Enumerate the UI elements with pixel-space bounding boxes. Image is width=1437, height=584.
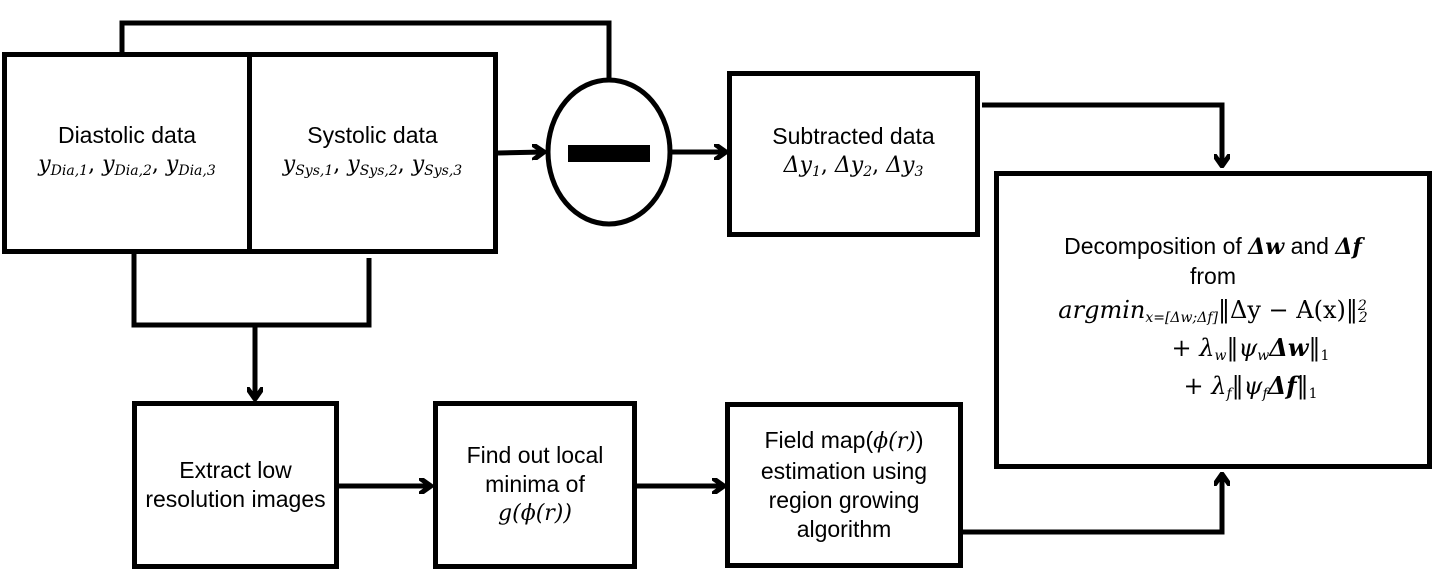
math-var: Δy: [834, 152, 864, 178]
argmin-sub: x=[Δw;Δf]: [1145, 309, 1218, 326]
argmin-line: argminx=[Δw;Δf]‖Δy − A(x)‖22: [1058, 291, 1367, 333]
local-minima-box: Find out local minima of g(ϕ(r)): [433, 401, 637, 569]
subtracted-data-box: Subtracted data Δy1, Δy2, Δy3: [727, 71, 980, 237]
lambda-f: + λ: [1183, 371, 1227, 400]
extract-box: Extract low resolution images: [132, 401, 339, 569]
delta-w-var: Δw: [1248, 233, 1285, 260]
argmin-op: argmin: [1058, 295, 1146, 324]
norm-index: 2: [1358, 309, 1368, 326]
local-minima-math: g(ϕ(r)): [498, 501, 572, 526]
math-sub: Dia,3: [178, 162, 216, 179]
math-sub: Sys,1: [295, 162, 334, 179]
phi-r-math: ϕ(r): [873, 429, 916, 454]
local-minima-line-2: minima of: [485, 471, 585, 497]
lambda-sub: f: [1226, 385, 1232, 402]
edge-systolic-to-subtract: [497, 152, 544, 153]
edge-fieldmap-to-decomposition: [960, 474, 1222, 535]
psi-f: ‖ψ: [1231, 371, 1263, 400]
minus-icon: [568, 145, 650, 162]
extract-line-1: Extract low: [179, 457, 292, 483]
norm-l1: 1: [1308, 385, 1318, 402]
and-text: and: [1284, 232, 1336, 259]
edge-diastolic-down: [131, 254, 372, 328]
math-var: y: [165, 151, 179, 177]
math-var: y: [347, 151, 360, 177]
diastolic-label: Diastolic data: [57, 121, 197, 148]
math-sub: 3: [914, 163, 924, 180]
systolic-label: Systolic data: [307, 121, 438, 148]
lambda-w: + λ: [1171, 333, 1215, 362]
norm-l1: 1: [1320, 347, 1330, 364]
norm-power: 2: [1357, 297, 1367, 314]
math-sub: 1: [811, 163, 821, 180]
norm-close: ‖: [1296, 371, 1309, 400]
close-paren: ): [915, 427, 924, 453]
subtracted-label: Subtracted data: [772, 122, 935, 149]
edge-subtracted-to-decomposition: [982, 102, 1222, 166]
norm-close: ‖: [1308, 333, 1321, 362]
math-sub: Dia,1: [50, 162, 89, 179]
systolic-math: ySys,1, ySys,2, ySys,3: [282, 151, 463, 179]
field-map-line-1: Field map(ϕ(r)): [764, 426, 923, 457]
field-map-text: Field map(: [764, 427, 874, 453]
psi-w: ‖ψ: [1226, 333, 1258, 362]
math-var: Δy: [886, 152, 915, 178]
psi-sub: f: [1262, 385, 1268, 402]
systolic-data-box: Systolic data ySys,1, ySys,2, ySys,3: [247, 52, 498, 254]
field-map-line-3: region growing: [768, 487, 920, 513]
math-var: y: [102, 151, 115, 177]
residual-norm: ‖Δy − A(x)‖: [1218, 295, 1358, 324]
subtracted-math: Δy1, Δy2, Δy3: [783, 152, 924, 180]
field-map-box: Field map(ϕ(r)) estimation using region …: [725, 402, 963, 568]
math-var: y: [38, 151, 51, 177]
delta-f-var: Δf: [1335, 233, 1362, 260]
math-sub: Sys,3: [424, 162, 463, 179]
field-map-line-4: algorithm: [796, 516, 892, 542]
math-var: y: [282, 151, 296, 177]
math-sub: 2: [863, 163, 873, 180]
from-text: from: [1190, 262, 1236, 289]
reg-f-line: + λf‖ψfΔf‖1: [1108, 371, 1317, 409]
psi-sub: w: [1257, 347, 1270, 364]
lambda-sub: w: [1214, 347, 1227, 364]
math-sub: Sys,2: [359, 162, 398, 179]
reg-w-line: + λw‖ψwΔw‖1: [1097, 333, 1330, 371]
decomposition-box: Decomposition of Δw and Δf from argminx=…: [994, 171, 1432, 469]
local-minima-line-1: Find out local: [466, 442, 604, 468]
field-map-line-2: estimation using: [760, 458, 928, 484]
decomposition-title: Decomposition of Δw and Δf: [1064, 232, 1362, 262]
math-var: y: [411, 151, 425, 177]
edge-diastolic-to-subtract: [119, 20, 612, 82]
delta-w-bold: Δw: [1269, 332, 1309, 362]
diastolic-math: yDia,1, yDia,2, yDia,3: [38, 151, 216, 179]
math-sub: Dia,2: [114, 162, 152, 179]
math-var: Δy: [783, 152, 812, 178]
extract-line-2: resolution images: [145, 486, 326, 512]
decomposition-title-text: Decomposition of: [1064, 232, 1249, 259]
delta-f-bold: Δf: [1267, 370, 1297, 400]
diastolic-data-box: Diastolic data yDia,1, yDia,2, yDia,3: [2, 52, 252, 254]
